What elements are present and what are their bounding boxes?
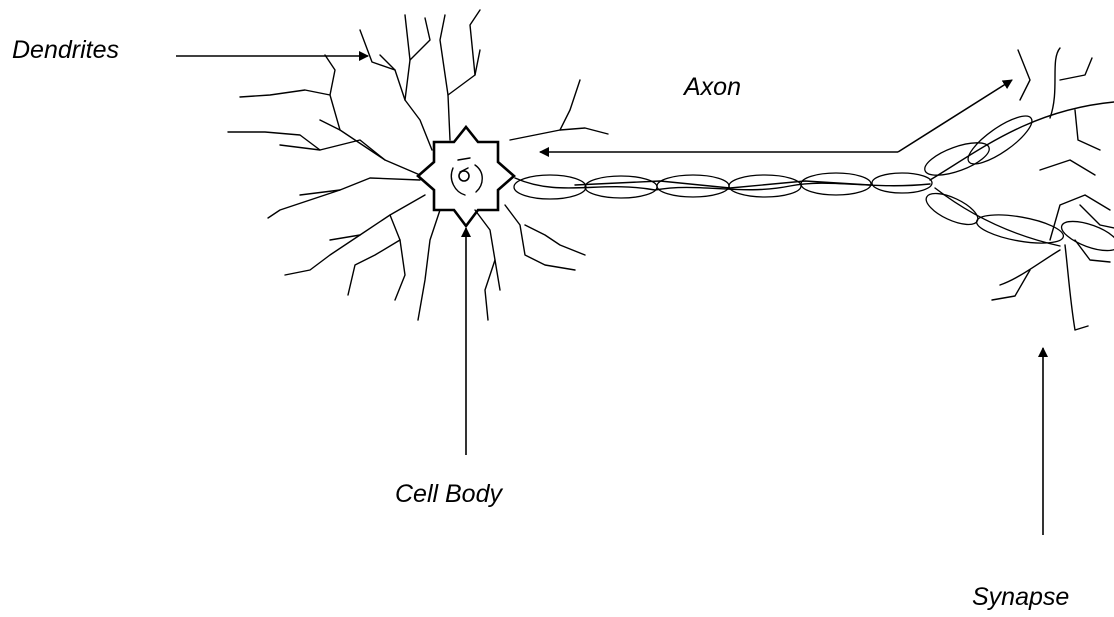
arrows xyxy=(176,56,1043,535)
axon-myelin xyxy=(514,173,932,199)
cell-body-label: Cell Body xyxy=(395,482,502,507)
axon-terminals xyxy=(921,48,1114,330)
dendrites-label: Dendrites xyxy=(12,38,119,63)
synapse-label: Synapse xyxy=(972,585,1069,610)
axon-label: Axon xyxy=(684,75,741,100)
cell-body-shape xyxy=(418,127,514,226)
